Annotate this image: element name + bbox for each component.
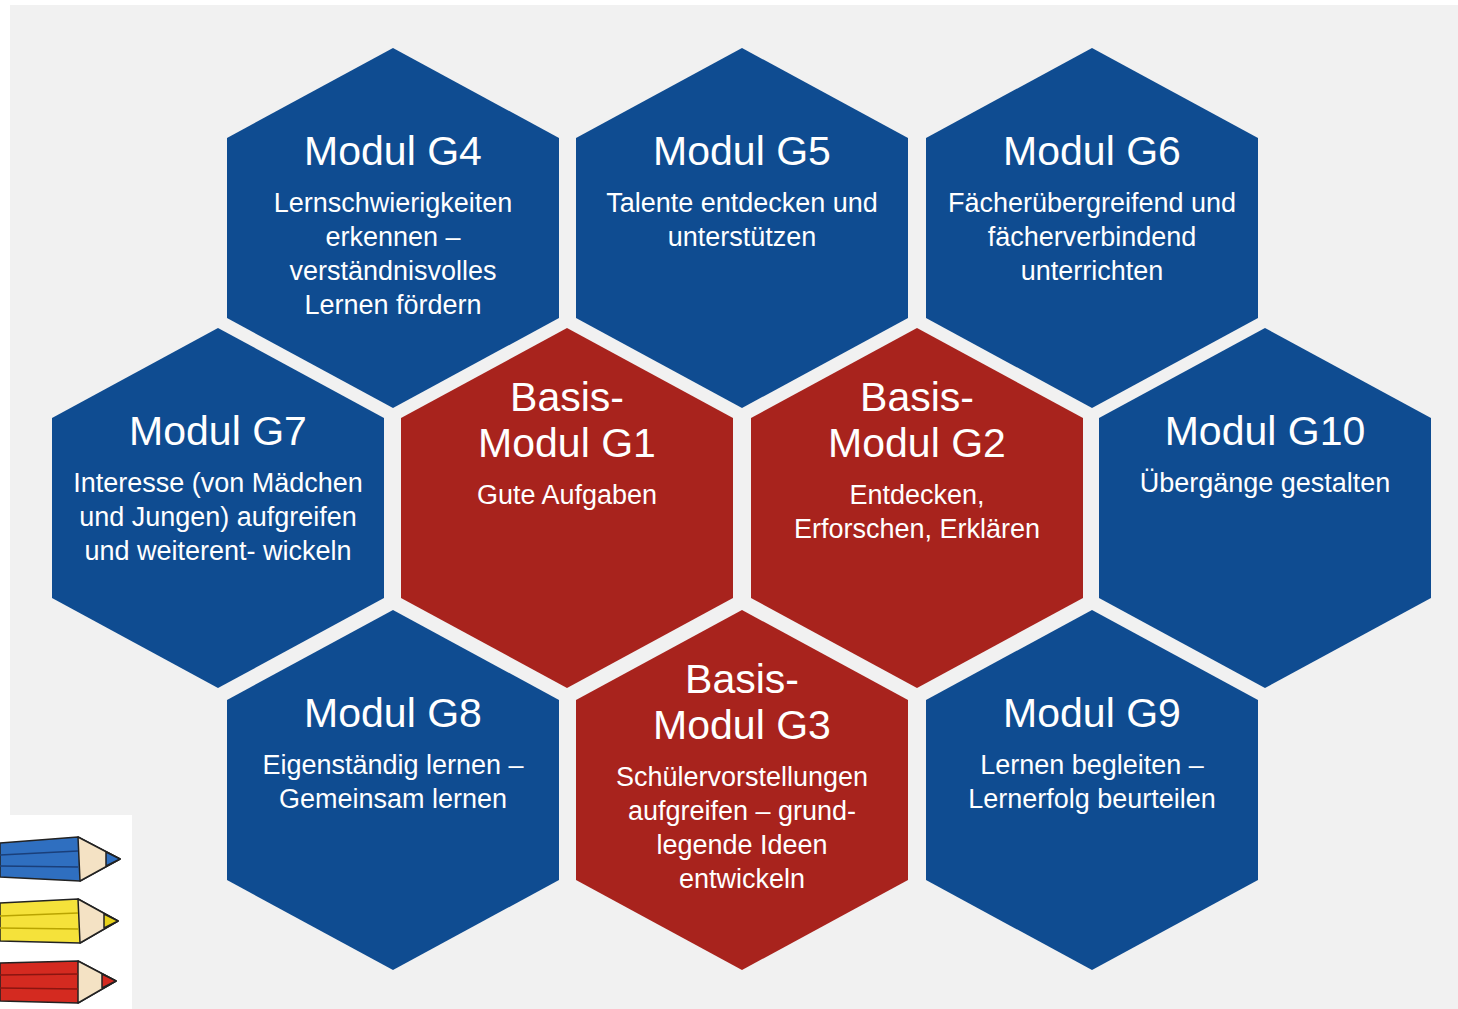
module-description: Lernschwierigkeiten erkennen – verständn… <box>248 186 538 322</box>
module-description: Schülervorstellungen aufgreifen – grund-… <box>607 760 877 896</box>
hexagon-fill <box>576 48 908 408</box>
hexagon-fill <box>751 328 1083 688</box>
module-hexagon: Modul G10Übergänge gestalten <box>1099 328 1431 688</box>
hexagon-fill <box>227 48 559 408</box>
module-description: Talente entdecken und unterstützen <box>597 186 887 254</box>
hexagon-content: Modul G9 Lernen begleiten – Lernerfolg be… <box>926 610 1258 816</box>
hexagon-fill <box>1099 328 1431 688</box>
pencil-icon <box>0 815 132 1009</box>
hexagon-content: Basis- Modul G1 Gute Aufgaben <box>401 328 733 512</box>
hexagon-content: Modul G4 Lernschwierigkeiten erkennen – v… <box>227 48 559 322</box>
module-hexagon: Modul G9 Lernen begleiten – Lernerfolg be… <box>926 610 1258 970</box>
module-title: Modul G9 <box>1003 690 1181 736</box>
module-title: Modul G5 <box>653 128 831 174</box>
hexagon-fill <box>401 328 733 688</box>
module-hexagon: Modul G6 Fächerübergreifend und fächerver… <box>926 48 1258 408</box>
module-description: Fächerübergreifend und fächerverbindend … <box>947 186 1237 288</box>
module-description: Interesse (von Mädchen und Jungen) aufgr… <box>73 466 363 568</box>
hexagon-fill <box>227 610 559 970</box>
module-hexagon: Modul G7 Interesse (von Mädchen und Junge… <box>52 328 384 688</box>
hexagon-fill <box>52 328 384 688</box>
module-title: Modul G4 <box>304 128 482 174</box>
basis-module-hexagon: Basis- Modul G2 Entdecken, Erforschen, Er… <box>751 328 1083 688</box>
module-title: Modul G7 <box>129 408 307 454</box>
hexagon-content: Basis- Modul G3 Schülervorstellungen aufg… <box>576 610 908 896</box>
module-hexagon: Modul G4 Lernschwierigkeiten erkennen – v… <box>227 48 559 408</box>
module-description: Übergänge gestalten <box>1140 466 1391 500</box>
hexagon-shape <box>1099 328 1431 688</box>
hexagon-content: Modul G7 Interesse (von Mädchen und Junge… <box>52 328 384 568</box>
module-description: Gute Aufgaben <box>477 478 657 512</box>
hexagon-content: Modul G8 Eigenständig lernen – Gemeinsam … <box>227 610 559 816</box>
hexagon-fill <box>926 48 1258 408</box>
module-title: Modul G8 <box>304 690 482 736</box>
module-title: Modul G6 <box>1003 128 1181 174</box>
module-title: Basis- Modul G3 <box>637 656 847 748</box>
hexagon-content: Modul G10Übergänge gestalten <box>1099 328 1431 500</box>
module-description: Eigenständig lernen – Gemeinsam lernen <box>248 748 538 816</box>
basis-module-hexagon: Basis- Modul G1 Gute Aufgaben <box>401 328 733 688</box>
module-title: Modul G10 <box>1165 408 1366 454</box>
module-title: Basis- Modul G1 <box>462 374 672 466</box>
hexagon-content: Modul G5 Talente entdecken und unterstütz… <box>576 48 908 254</box>
basis-module-hexagon: Basis- Modul G3 Schülervorstellungen aufg… <box>576 610 908 970</box>
hexagon-fill <box>926 610 1258 970</box>
module-title: Basis- Modul G2 <box>812 374 1022 466</box>
module-hexagon: Modul G5 Talente entdecken und unterstütz… <box>576 48 908 408</box>
hexagon-content: Modul G6 Fächerübergreifend und fächerver… <box>926 48 1258 288</box>
module-description: Lernen begleiten – Lernerfolg beurteilen <box>947 748 1237 816</box>
hexagon-fill <box>576 610 908 970</box>
module-hexagon: Modul G8 Eigenständig lernen – Gemeinsam … <box>227 610 559 970</box>
hexagon-content: Basis- Modul G2 Entdecken, Erforschen, Er… <box>751 328 1083 546</box>
module-description: Entdecken, Erforschen, Erklären <box>782 478 1052 546</box>
